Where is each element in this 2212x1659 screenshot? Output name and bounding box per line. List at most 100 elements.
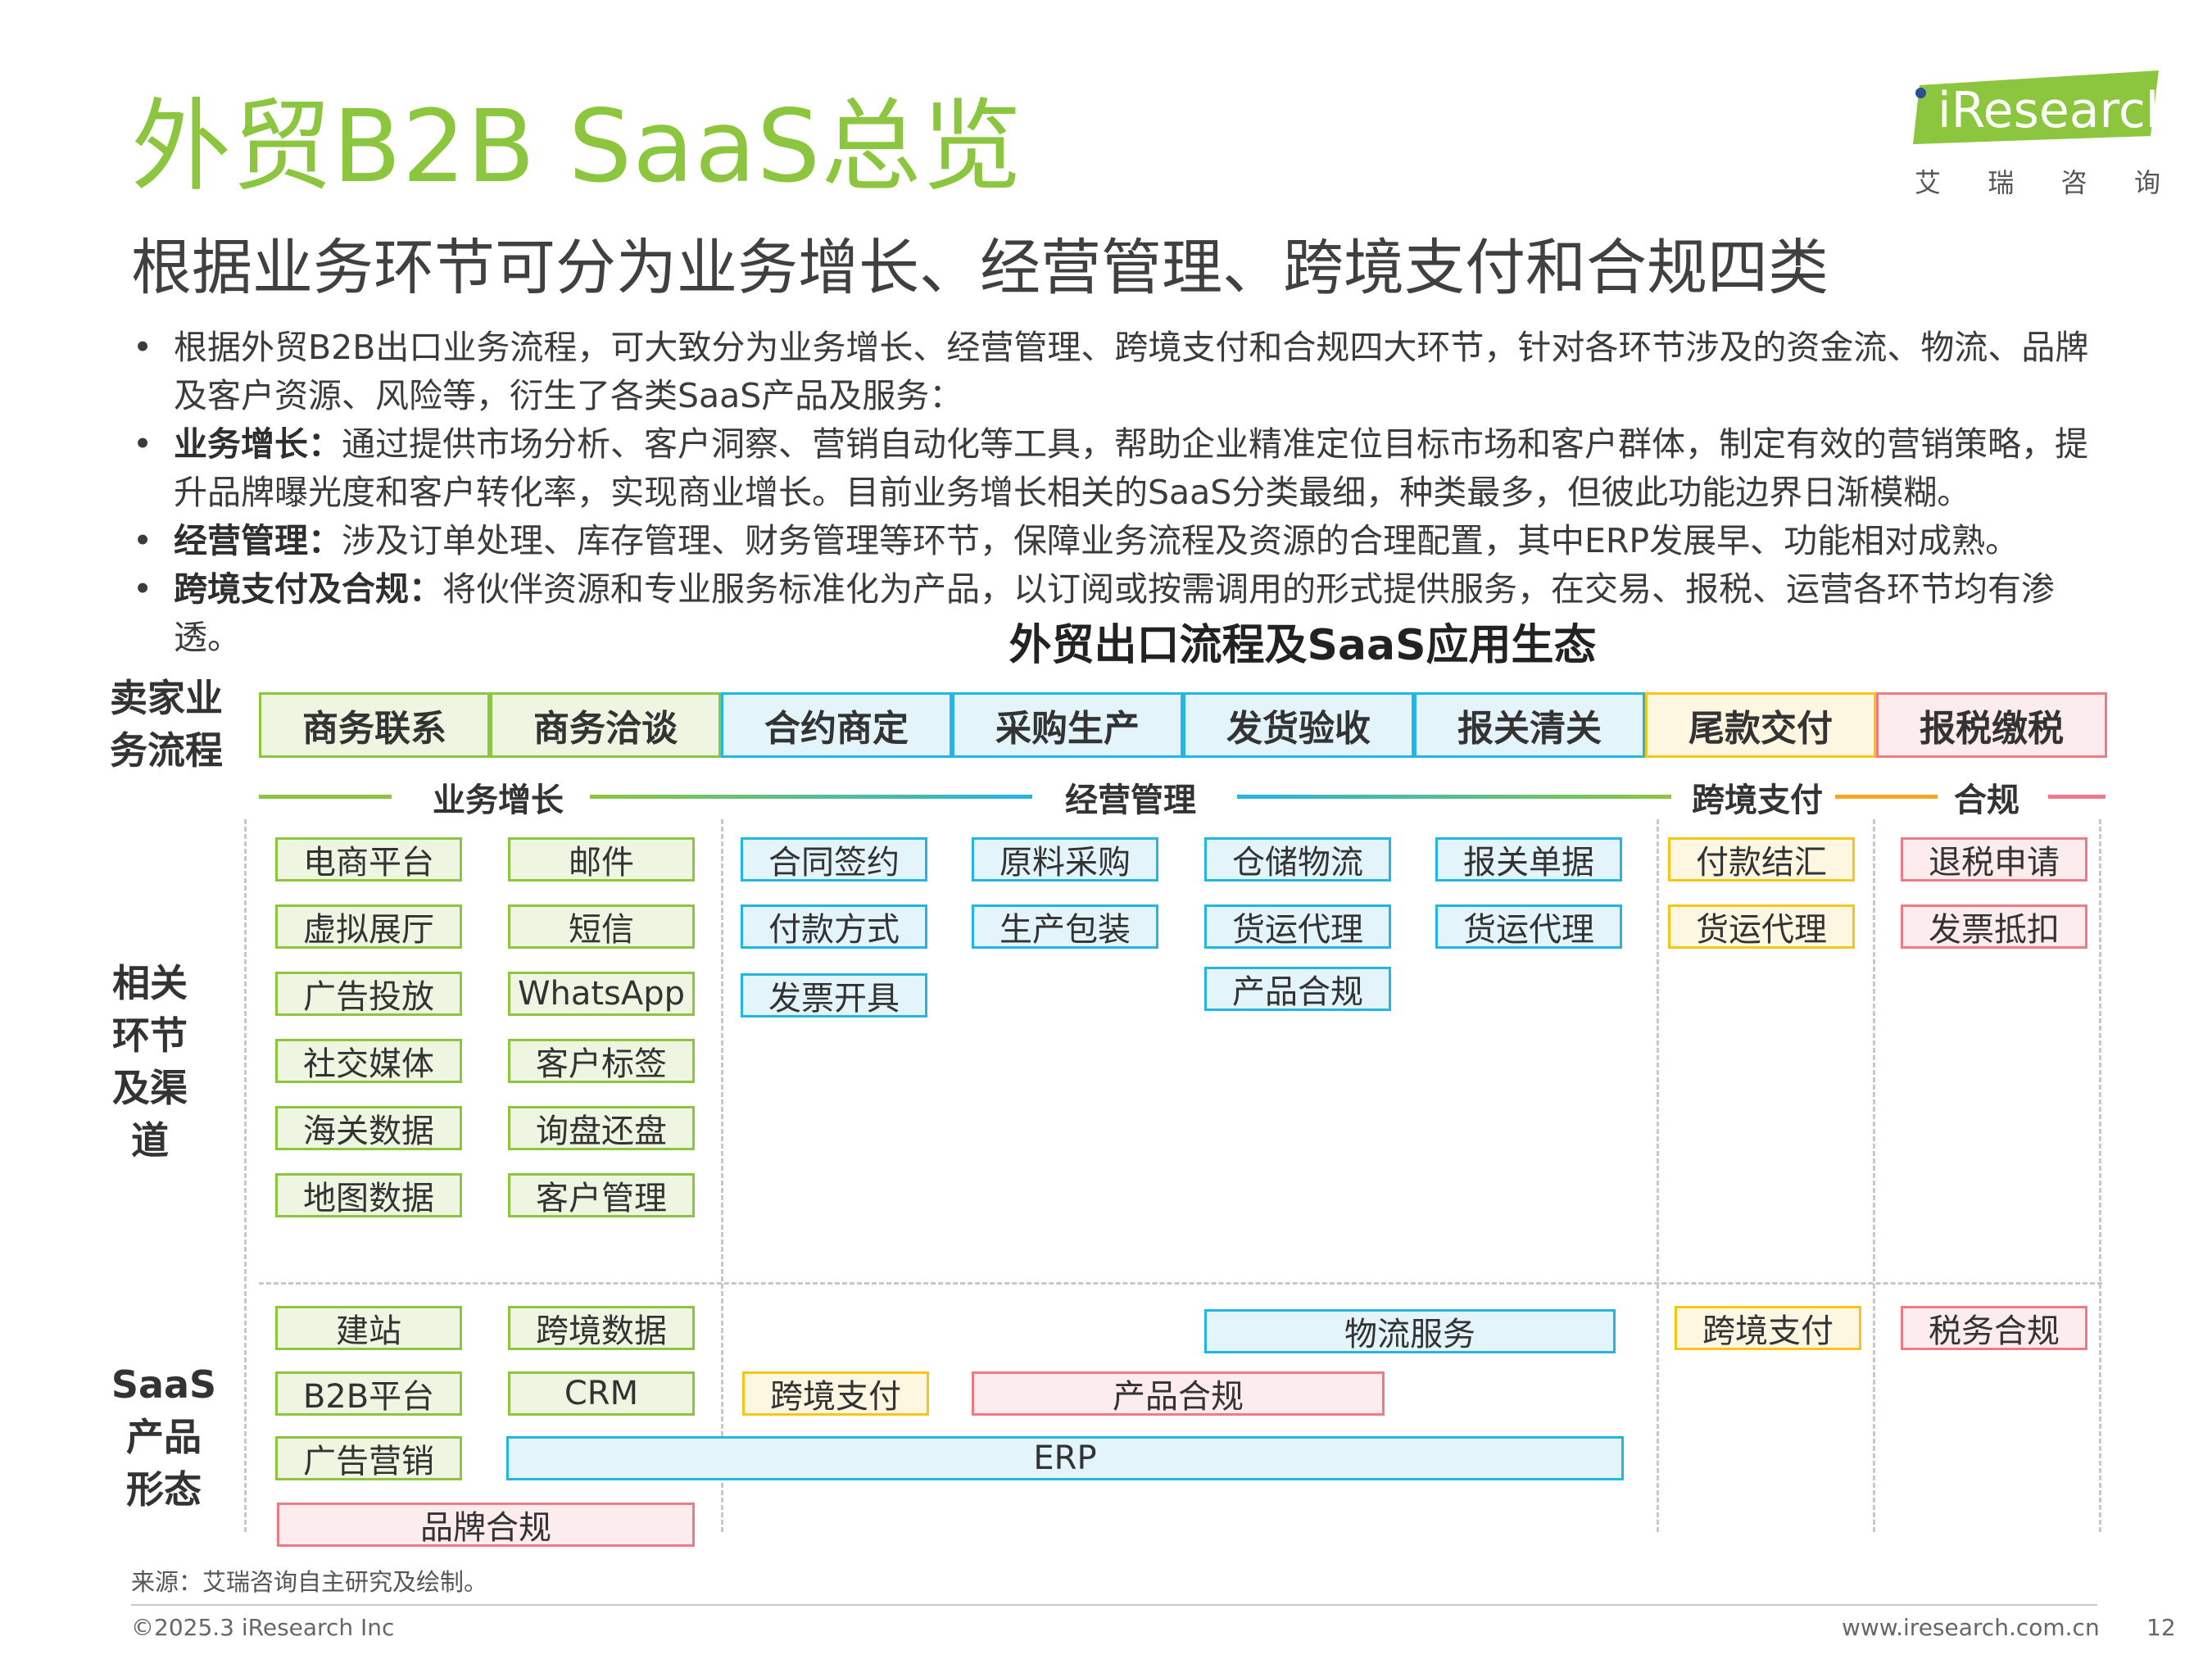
category-label: 业务增长 xyxy=(433,782,564,819)
row-label-channels: 相关 环节 及渠 道 xyxy=(97,957,203,1167)
bullet-text: 根据外贸B2B出口业务流程，可大致分为业务增长、经营管理、跨境支付和合规四大环节… xyxy=(174,328,2089,415)
saas-tag: CRM xyxy=(508,1371,695,1416)
bullet-text: 涉及订单处理、库存管理、财务管理等环节，保障业务流程及资源的合理配置，其中ERP… xyxy=(342,521,2019,560)
channel-tag: 原料采购 xyxy=(972,837,1158,882)
stage-box: 报税缴税 xyxy=(1876,692,2107,758)
logo-cn-char: 询 xyxy=(2133,167,2160,198)
channel-tag: 货运代理 xyxy=(1435,904,1622,949)
bullet-lead: 跨境支付及合规： xyxy=(174,569,442,609)
saas-tag: 跨境支付 xyxy=(1675,1306,1861,1350)
channel-tag: 海关数据 xyxy=(275,1106,462,1150)
logo-banner xyxy=(1913,70,2159,144)
bullet-list: 根据外贸B2B出口业务流程，可大致分为业务增长、经营管理、跨境支付和合规四大环节… xyxy=(131,324,2114,662)
category-line xyxy=(1835,795,1938,799)
bullet-item: 跨境支付及合规：将伙伴资源和专业服务标准化为产品，以订阅或按需调用的形式提供服务… xyxy=(131,565,2114,662)
stage-box: 发货验收 xyxy=(1183,692,1414,758)
channel-tag: 发票开具 xyxy=(741,973,927,1018)
logo-text: iResearch xyxy=(1938,82,2177,139)
category-line xyxy=(2048,795,2105,799)
saas-tag: B2B平台 xyxy=(275,1371,462,1416)
channel-tag: 短信 xyxy=(508,904,695,949)
footer-divider xyxy=(131,1604,2097,1606)
row-label-line: 形态 xyxy=(126,1467,202,1512)
row-label-line: 相关 xyxy=(112,961,188,1005)
row-label-process: 卖家业 务流程 xyxy=(97,672,236,777)
category-line xyxy=(590,795,1032,799)
channel-tag: 报关单据 xyxy=(1435,837,1622,882)
logo-cn-char: 瑞 xyxy=(1988,167,2015,198)
channel-tag: 发票抵扣 xyxy=(1901,904,2087,949)
bullet-text: 通过提供市场分析、客户洞察、营销自动化等工具，帮助企业精准定位目标市场和客户群体… xyxy=(174,424,2088,512)
channel-tag: 合同签约 xyxy=(741,837,927,882)
saas-tag: 跨境支付 xyxy=(742,1371,929,1416)
channel-tag: 广告投放 xyxy=(275,972,462,1016)
channel-tag: 虚拟展厅 xyxy=(275,904,462,949)
channel-tag: 社交媒体 xyxy=(275,1039,462,1083)
saas-tag: 跨境数据 xyxy=(508,1306,695,1350)
row-label-line: SaaS xyxy=(111,1362,217,1407)
dashed-separator xyxy=(259,1282,2102,1285)
stage-box: 合约商定 xyxy=(721,692,952,758)
page-subtitle: 根据业务环节可分为业务增长、经营管理、跨境支付和合规四类 xyxy=(131,233,1829,303)
channel-tag: 仓储物流 xyxy=(1204,837,1391,882)
logo-cn-char: 咨 xyxy=(2060,167,2087,198)
logo-cn-char: 艾 xyxy=(1915,167,1942,198)
channel-tag: 邮件 xyxy=(508,837,695,882)
saas-tag: ERP xyxy=(506,1436,1624,1480)
row-label-line: 卖家业 xyxy=(110,676,223,720)
footer-url: www.iresearch.com.cn xyxy=(1842,1614,2100,1641)
stage-box: 商务洽谈 xyxy=(490,692,721,758)
dashed-separator xyxy=(1657,819,1659,1532)
channel-tag: 询盘还盘 xyxy=(508,1106,695,1150)
category-label: 合规 xyxy=(1954,782,2019,819)
saas-tag: 建站 xyxy=(275,1306,462,1350)
dashed-separator xyxy=(2099,819,2101,1532)
row-label-line: 及渠 xyxy=(112,1066,188,1110)
category-line xyxy=(259,795,392,799)
category-line xyxy=(1237,795,1671,799)
bullet-item: 根据外贸B2B出口业务流程，可大致分为业务增长、经营管理、跨境支付和合规四大环节… xyxy=(131,324,2114,420)
stage-box: 报关清关 xyxy=(1414,692,1645,758)
diagram-title: 外贸出口流程及SaaS应用生态 xyxy=(1009,621,1597,670)
source-note: 来源：艾瑞咨询自主研究及绘制。 xyxy=(131,1568,488,1596)
page-number: 12 xyxy=(2146,1614,2176,1641)
category-label: 经营管理 xyxy=(1065,782,1196,819)
channel-tag: 电商平台 xyxy=(275,837,462,882)
row-label-line: 环节 xyxy=(112,1013,188,1058)
category-label: 跨境支付 xyxy=(1692,782,1823,819)
stage-box: 商务联系 xyxy=(259,692,490,758)
row-label-saas: SaaS 产品 形态 xyxy=(107,1358,221,1516)
channel-tag: 地图数据 xyxy=(275,1173,462,1217)
row-label-line: 道 xyxy=(131,1118,169,1163)
dashed-separator xyxy=(1873,819,1875,1532)
bullet-text: 将伙伴资源和专业服务标准化为产品，以订阅或按需调用的形式提供服务，在交易、报税、… xyxy=(174,569,2055,657)
saas-tag: 税务合规 xyxy=(1901,1306,2087,1350)
channel-tag: 客户标签 xyxy=(508,1039,695,1083)
bullet-item: 业务增长：通过提供市场分析、客户洞察、营销自动化等工具，帮助企业精准定位目标市场… xyxy=(131,420,2114,517)
bullet-lead: 经营管理： xyxy=(174,521,342,560)
channel-tag: 付款方式 xyxy=(741,904,927,949)
copyright: ©2025.3 iResearch Inc xyxy=(131,1614,395,1641)
bullet-lead: 业务增长： xyxy=(174,424,342,464)
dashed-separator xyxy=(244,819,247,1532)
channel-tag: 货运代理 xyxy=(1668,904,1855,949)
row-label-line: 务流程 xyxy=(110,728,223,773)
channel-tag: 退税申请 xyxy=(1901,837,2087,882)
logo-cn: 艾 瑞 咨 询 xyxy=(1915,162,2160,200)
saas-tag: 广告营销 xyxy=(275,1436,462,1480)
stage-box: 尾款交付 xyxy=(1645,692,1876,758)
saas-tag: 物流服务 xyxy=(1204,1309,1616,1353)
page-title: 外贸B2B SaaS总览 xyxy=(131,88,1023,205)
channel-tag: 货运代理 xyxy=(1204,904,1391,949)
stage-box: 采购生产 xyxy=(952,692,1183,758)
logo-dot-icon xyxy=(1915,88,1926,98)
channel-tag: WhatsApp xyxy=(508,972,695,1016)
row-label-line: 产品 xyxy=(126,1415,202,1459)
channel-tag: 付款结汇 xyxy=(1668,837,1855,882)
saas-tag: 产品合规 xyxy=(972,1371,1385,1416)
channel-tag: 生产包装 xyxy=(972,904,1158,949)
dashed-separator xyxy=(721,819,723,1532)
saas-tag: 品牌合规 xyxy=(277,1503,695,1547)
channel-tag: 产品合规 xyxy=(1204,967,1391,1011)
bullet-item: 经营管理：涉及订单处理、库存管理、财务管理等环节，保障业务流程及资源的合理配置，… xyxy=(131,517,2114,565)
